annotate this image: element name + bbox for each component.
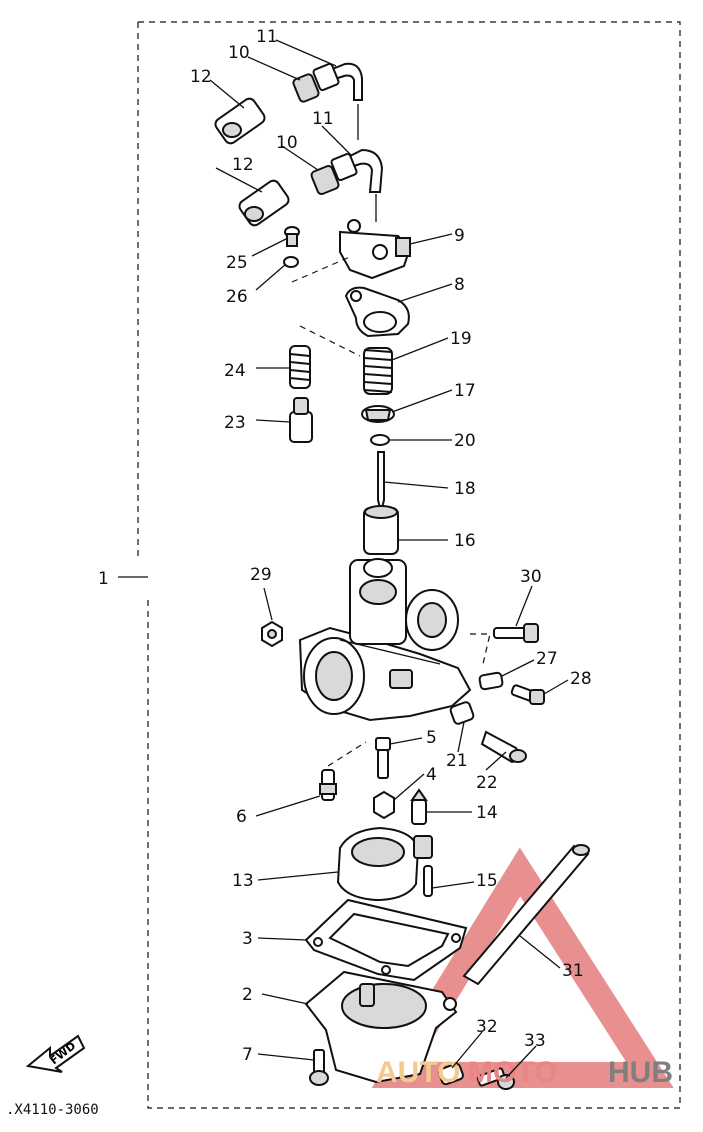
watermark-triangle-inner [462,965,578,1050]
spring-32 [438,1062,464,1086]
elbow-pipe-11-lower [344,148,384,193]
callout-5: 5 [426,728,437,748]
callout-31: 31 [562,961,584,981]
watermark-triangle [371,847,674,1088]
watermark-text-moto: MOTO [468,1056,557,1089]
top-cover-9 [291,219,412,283]
guide-line-30 [470,633,491,669]
callout-labels: 1 11 10 12 11 10 12 9 25 26 8 19 24 17 2… [98,27,592,1065]
callout-22: 22 [476,773,498,793]
float-13 [336,826,433,902]
throttle-valve-16 [363,505,399,555]
callout-20: 20 [454,431,476,451]
callout-33: 33 [524,1031,546,1051]
gasket-8 [344,286,410,338]
callout-9: 9 [454,226,465,246]
callout-6: 6 [236,807,247,827]
callout-10: 10 [276,133,298,153]
nipple-10-upper [292,62,340,103]
callout-17: 17 [454,381,476,401]
callout-3: 3 [242,929,253,949]
jet-needle-18 [377,451,385,513]
callout-24: 24 [224,361,246,381]
assembly-label: 1 [98,569,109,589]
screw-7 [309,1049,329,1086]
main-jet-4 [373,790,395,820]
guide-line-6 [327,741,367,767]
cap-12-upper [214,97,266,145]
fwd-arrow-icon: FWD [25,1034,86,1073]
nut-29 [261,620,283,648]
callout-8: 8 [454,275,465,295]
watermark-text-hub: HUB [608,1056,673,1089]
callout-32: 32 [476,1017,498,1037]
screw-28 [510,684,545,705]
callout-11: 11 [312,109,334,129]
guide-line-19 [299,325,361,357]
callout-19: 19 [450,329,472,349]
needle-jet-5 [375,737,391,779]
watermark-text-auto: AUTO [376,1056,460,1089]
washer-26 [283,256,299,268]
callout-11: 11 [256,27,278,47]
starter-plunger-23 [289,397,313,443]
watermark-wordmark: AUTO MOTO HUB [376,1056,673,1089]
screw-33 [476,1067,515,1090]
retainer-17 [361,405,395,423]
float-chamber-2 [304,970,458,1084]
callout-12: 12 [232,155,254,175]
callout-16: 16 [454,531,476,551]
spring-27 [478,671,504,691]
elbow-pipe-11-upper [328,62,363,101]
clip-20 [370,434,390,446]
callout-12: 12 [190,67,212,87]
float-valve-14 [410,788,428,825]
screw-22 [480,730,527,764]
assembly-boundary [137,21,681,1109]
callout-4: 4 [426,765,437,785]
callout-27: 27 [536,649,558,669]
callout-30: 30 [520,567,542,587]
carburetor-body [298,558,472,722]
callout-leaders [209,39,569,1079]
callout-25: 25 [226,253,248,273]
cap-12-lower [238,179,290,227]
watermark-logo [371,847,674,1088]
callout-13: 13 [232,871,254,891]
callout-23: 23 [224,413,246,433]
float-pin-15 [423,865,433,897]
screw-25 [284,226,300,247]
callout-2: 2 [242,985,253,1005]
callout-28: 28 [570,669,592,689]
float-chamber-gasket-3 [304,898,468,982]
drawing-code: .X4110-3060 [6,1102,99,1118]
drain-pipe-31 [462,844,590,986]
callout-10: 10 [228,43,250,63]
callout-15: 15 [476,871,498,891]
spring-19 [363,347,393,395]
spring-21 [449,701,475,725]
screw-30 [493,623,539,643]
callout-29: 29 [250,565,272,585]
nipple-10-lower [310,152,358,196]
callout-21: 21 [446,751,468,771]
callout-14: 14 [476,803,498,823]
callout-26: 26 [226,287,248,307]
spring-24 [289,345,311,389]
callout-18: 18 [454,479,476,499]
pilot-jet-6 [319,769,337,801]
callout-7: 7 [242,1045,253,1065]
